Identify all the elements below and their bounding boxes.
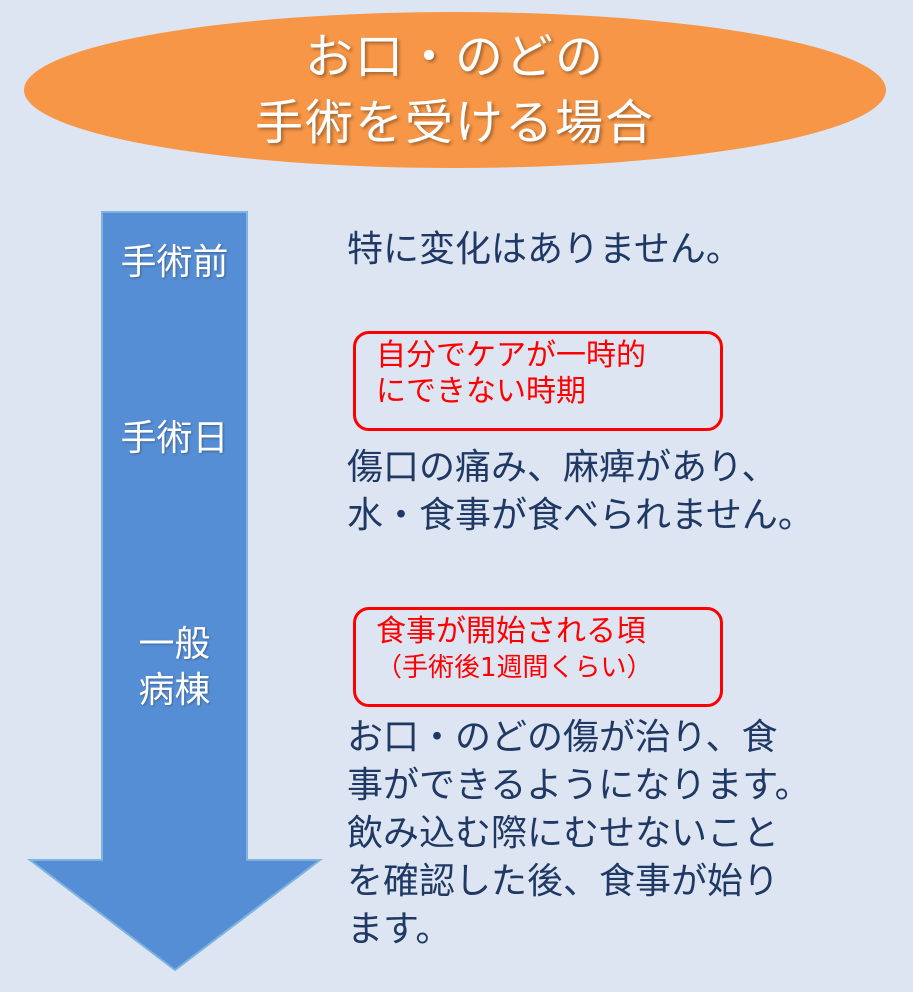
note-meal-start-line-2: （手術後1週間くらい）: [376, 653, 653, 683]
desc-line: 飲み込む際にむせないこと: [347, 813, 780, 854]
note-meal-start: 食事が開始される頃 （手術後1週間くらい）: [353, 607, 723, 707]
desc-line: 傷口の痛み、麻痺があり、: [347, 447, 778, 488]
title-line-2: 手術を受ける場合: [254, 95, 655, 151]
desc-line: 事ができるようになります。: [347, 765, 811, 806]
note-meal-start-line-1: 食事が開始される頃: [376, 614, 646, 649]
desc-line: を確認した後、食事が始り: [347, 861, 780, 902]
stage-general-ward-line-1: 一般: [138, 624, 211, 665]
stage-general-ward-line-2: 病棟: [138, 670, 211, 711]
desc-line: お口・のどの傷が治り、食: [347, 717, 778, 758]
stage-surgery-day: 手術日: [120, 418, 229, 459]
timeline-arrow-shape: [27, 211, 323, 972]
desc-line: 水・食事が食べられません。: [347, 495, 814, 536]
stage-before-surgery: 手術前: [120, 242, 229, 283]
desc-general-ward: お口・のどの傷が治り、食 事ができるようになります。 飲み込む際にむせないこと …: [347, 714, 811, 954]
title-banner: お口・のどの 手術を受ける場合: [24, 12, 886, 168]
desc-line: ます。: [347, 909, 452, 950]
desc-surgery-day: 傷口の痛み、麻痺があり、 水・食事が食べられません。: [347, 444, 814, 540]
note-self-care: 自分でケアが一時的 にできない時期: [353, 331, 723, 431]
stage-general-ward: 一般 病棟: [102, 622, 247, 714]
note-self-care-line-1: 自分でケアが一時的: [376, 338, 646, 373]
note-self-care-line-2: にできない時期: [376, 374, 586, 409]
desc-before-surgery: 特に変化はありません。: [347, 229, 742, 270]
title-line-1: お口・のどの: [304, 29, 605, 85]
